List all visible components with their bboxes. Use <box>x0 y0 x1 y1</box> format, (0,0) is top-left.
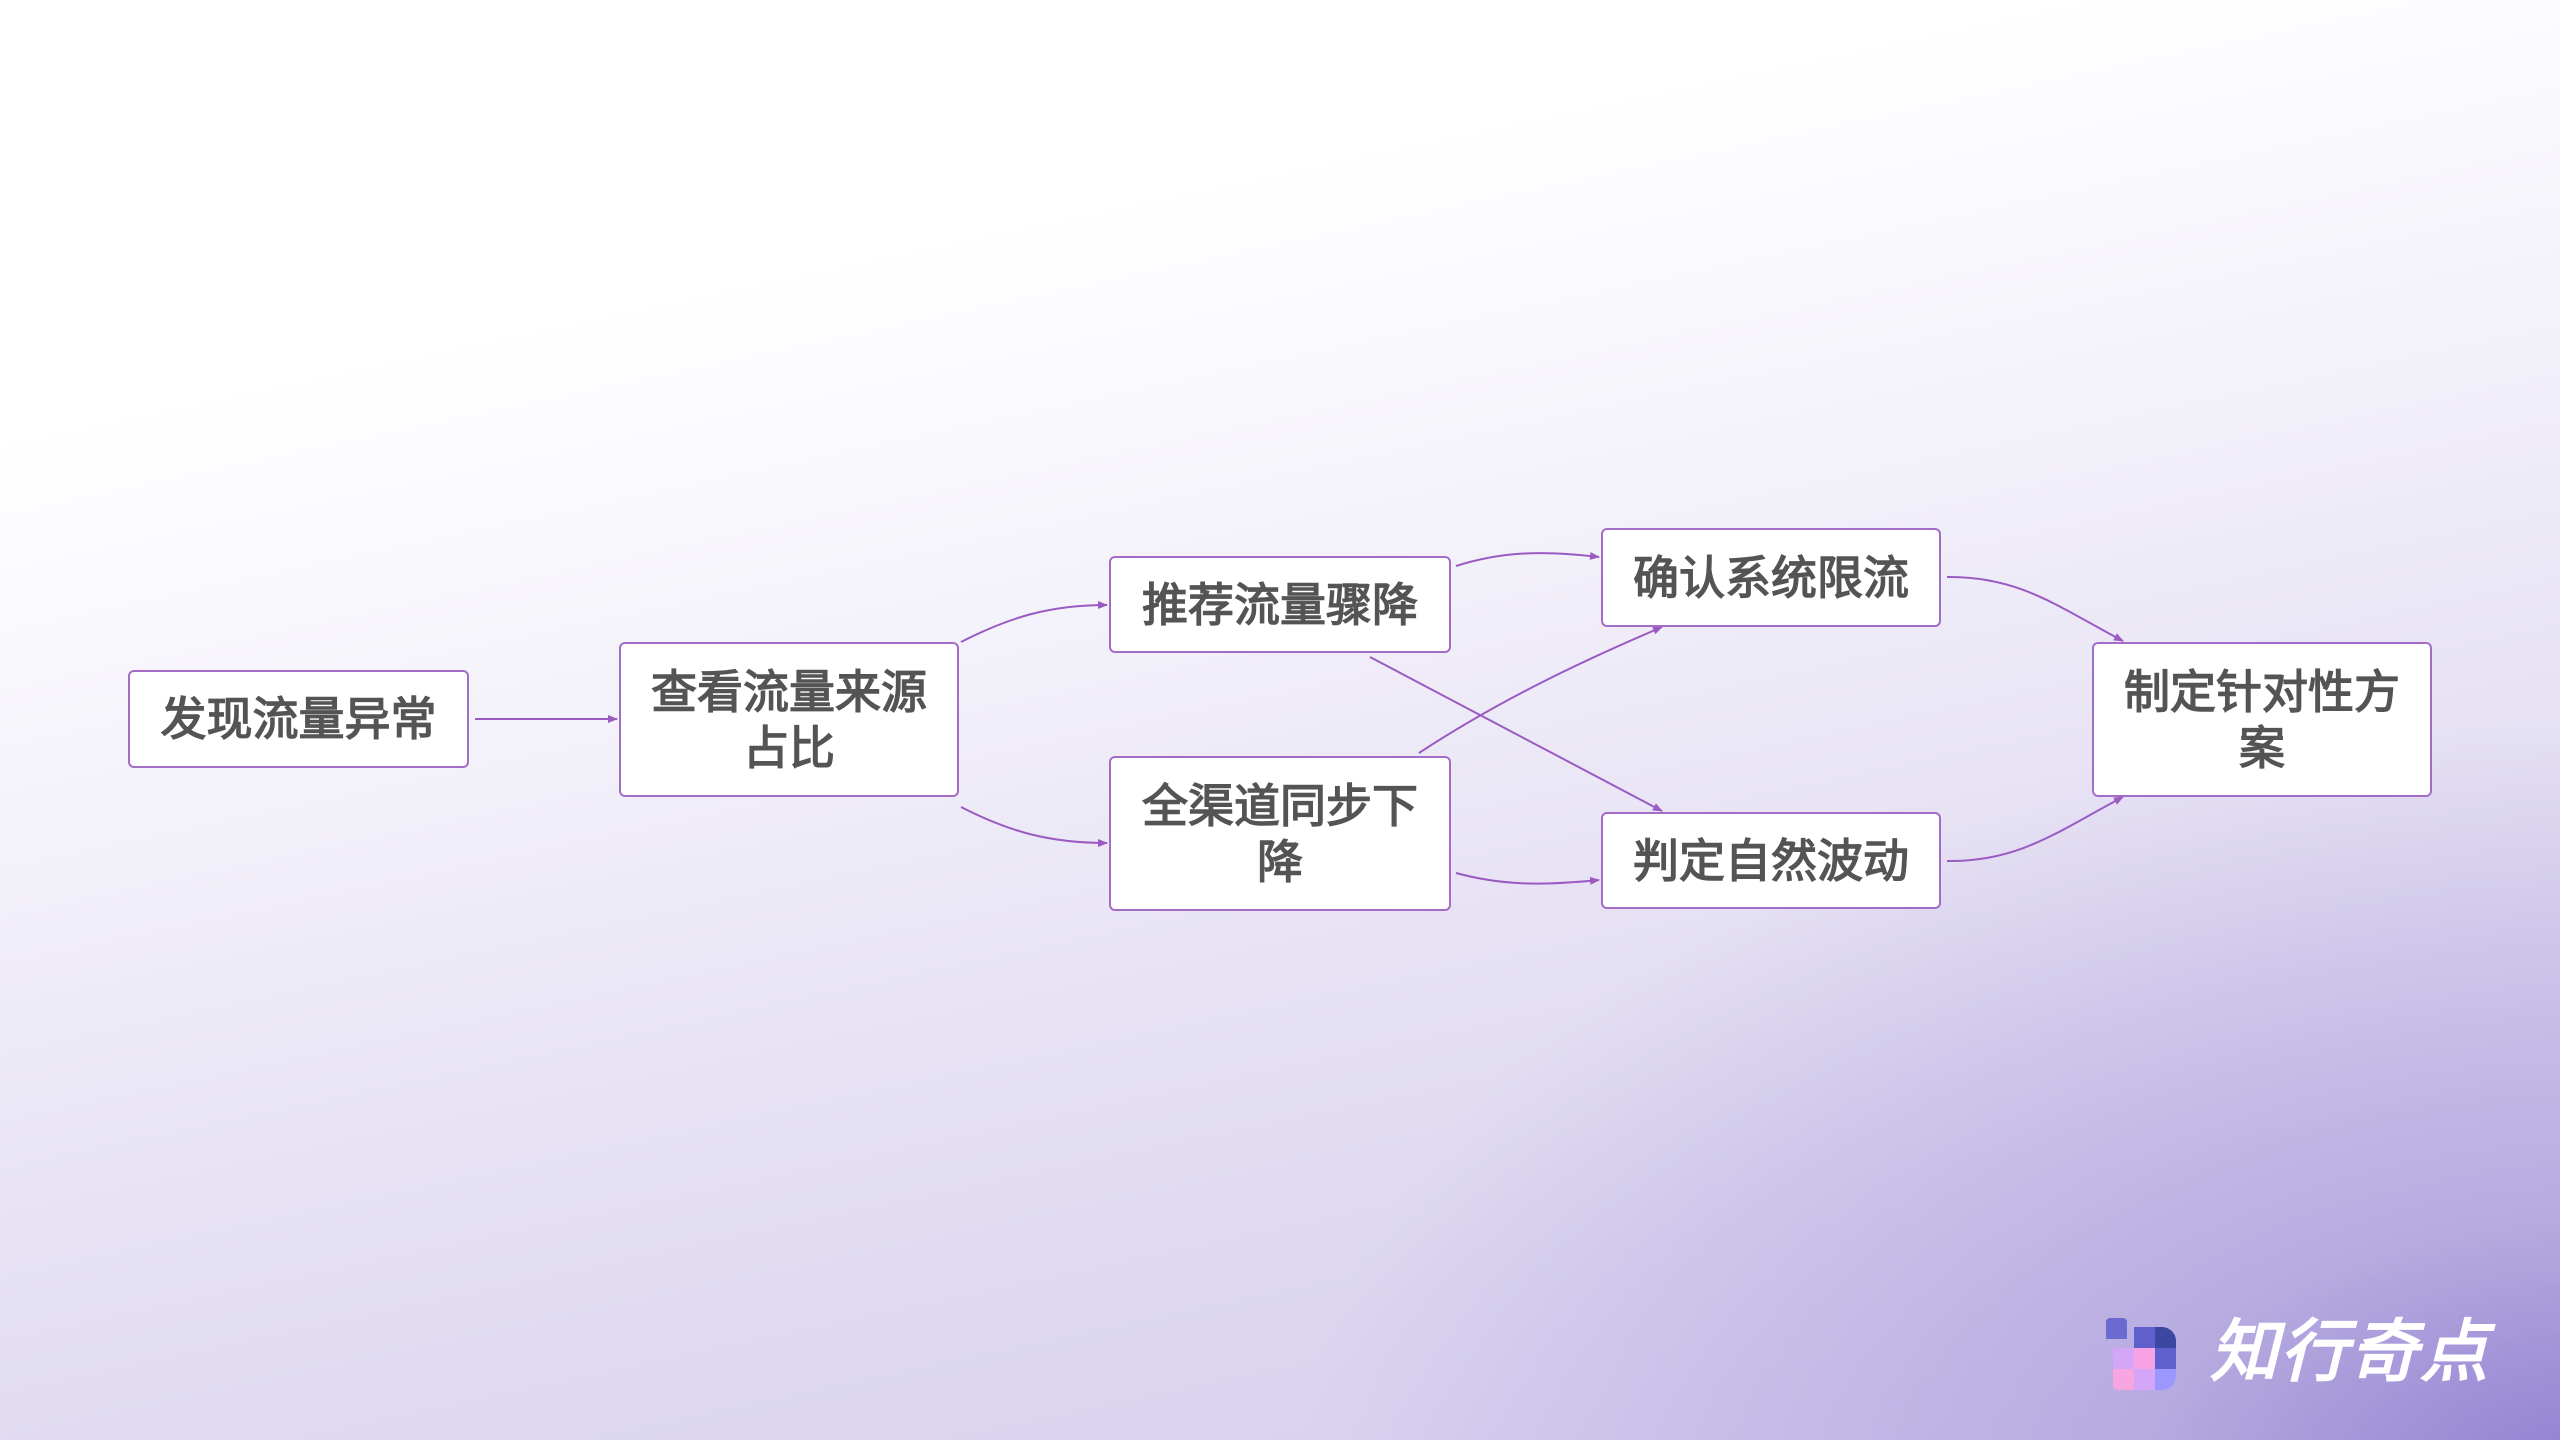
edge-n3-n5 <box>1455 551 1600 567</box>
edge-n2-n3 <box>960 601 1108 643</box>
edge-n5-n7 <box>1946 575 2124 642</box>
node-judge-natural-fluctuation: 判定自然波动 <box>1601 812 1941 909</box>
edge-n4-n6 <box>1455 872 1600 885</box>
node-label: 制定针对性方案 <box>2124 664 2400 775</box>
node-label: 发现流量异常 <box>160 692 437 746</box>
node-recommend-traffic-drop: 推荐流量骤降 <box>1109 556 1451 653</box>
node-label: 确认系统限流 <box>1633 550 1909 605</box>
node-label: 判定自然波动 <box>1633 833 1909 888</box>
node-confirm-system-throttling: 确认系统限流 <box>1601 528 1941 627</box>
pixel-grid-logo-icon <box>2104 1316 2178 1390</box>
edge-n2-n4 <box>960 806 1108 847</box>
node-make-targeted-plan: 制定针对性方案 <box>2092 642 2432 797</box>
edge-n4-n5 <box>1418 626 1663 754</box>
node-label: 全渠道同步下降 <box>1142 778 1418 889</box>
brand-logo: 知行奇点 <box>2104 1316 2504 1390</box>
node-label: 查看流量来源占比 <box>651 664 927 775</box>
brand-name: 知行奇点 <box>2210 1313 2491 1392</box>
edge-n6-n7 <box>1946 796 2124 863</box>
node-all-channel-drop: 全渠道同步下降 <box>1109 756 1451 911</box>
node-discover-traffic-anomaly: 发现流量异常 <box>128 670 469 768</box>
node-label: 推荐流量骤降 <box>1142 577 1418 632</box>
node-check-traffic-source-share: 查看流量来源占比 <box>619 642 959 797</box>
